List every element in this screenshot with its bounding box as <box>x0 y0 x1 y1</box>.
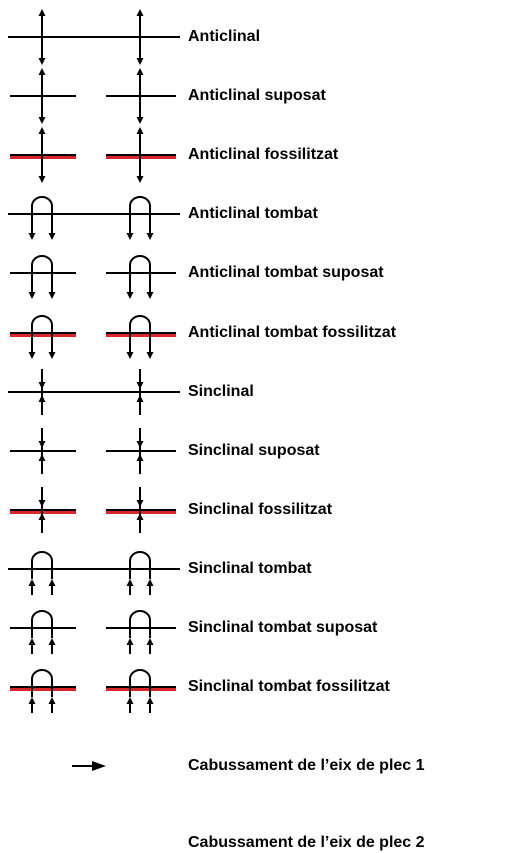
arrow-up-head <box>38 127 46 134</box>
overturned-fold-arch <box>31 551 53 579</box>
legend-label-sinclinal-fossilitzat: Sinclinal fossilitzat <box>188 501 333 518</box>
legend-label-anticlinal: Anticlinal <box>188 28 261 45</box>
arrow-up-head <box>48 579 56 586</box>
arrow-down-head <box>28 352 36 359</box>
arrow-up-head <box>136 513 144 520</box>
arrow-down-head <box>48 292 56 299</box>
overturned-fold-arch <box>31 669 53 697</box>
arrow-down-head <box>136 382 144 389</box>
arrow-down-head <box>48 233 56 240</box>
arrow-up-head <box>28 697 36 704</box>
arrow-up-head <box>136 9 144 16</box>
legend-label-anticlinal-fossilitzat: Anticlinal fossilitzat <box>188 146 339 163</box>
arrow-up-head <box>146 638 154 645</box>
arrow-down-head <box>38 176 46 183</box>
arrow-down-head <box>136 176 144 183</box>
legend-label-anticlinal-suposat: Anticlinal suposat <box>188 87 326 104</box>
arrow-up-head <box>136 454 144 461</box>
legend-symbols <box>8 9 180 771</box>
legend-label-plunge-2: Cabussament de l’eix de plec 2 <box>188 834 425 851</box>
arrow-down-head <box>136 117 144 124</box>
legend-label-anticlinal-tombat: Anticlinal tombat <box>188 205 318 222</box>
legend-label-anticlinal-tombat-fossilitzat: Anticlinal tombat fossilitzat <box>188 324 397 341</box>
overturned-fold-arch <box>129 196 151 224</box>
legend-label-sinclinal-tombat-suposat: Sinclinal tombat suposat <box>188 619 378 636</box>
plunge-arrow-head <box>92 761 106 771</box>
arrow-down-head <box>146 292 154 299</box>
overturned-fold-arch <box>31 610 53 638</box>
overturned-fold-arch <box>31 255 53 283</box>
arrow-up-head <box>146 697 154 704</box>
arrow-up-head <box>146 579 154 586</box>
arrow-down-head <box>136 441 144 448</box>
arrow-down-head <box>38 441 46 448</box>
legend-label-plunge-1: Cabussament de l’eix de plec 1 <box>188 757 425 774</box>
arrow-up-head <box>136 395 144 402</box>
arrow-up-head <box>136 68 144 75</box>
arrow-up-head <box>38 9 46 16</box>
arrow-down-head <box>126 292 134 299</box>
legend-label-sinclinal: Sinclinal <box>188 383 254 400</box>
arrow-down-head <box>146 233 154 240</box>
arrow-up-head <box>136 127 144 134</box>
overturned-fold-arch <box>129 551 151 579</box>
overturned-fold-arch <box>31 315 53 343</box>
arrow-up-head <box>38 68 46 75</box>
arrow-down-head <box>38 117 46 124</box>
arrow-up-head <box>48 697 56 704</box>
overturned-fold-arch <box>129 255 151 283</box>
arrow-up-head <box>28 579 36 586</box>
arrow-down-head <box>38 58 46 65</box>
arrow-up-head <box>48 638 56 645</box>
arrow-down-head <box>28 292 36 299</box>
arrow-down-head <box>48 352 56 359</box>
overturned-fold-arch <box>129 315 151 343</box>
overturned-fold-arch <box>129 610 151 638</box>
arrow-down-head <box>136 58 144 65</box>
arrow-up-head <box>38 513 46 520</box>
arrow-down-head <box>38 382 46 389</box>
legend-label-sinclinal-tombat-fossilitzat: Sinclinal tombat fossilitzat <box>188 678 390 695</box>
arrow-up-head <box>126 579 134 586</box>
arrow-down-head <box>136 500 144 507</box>
legend-label-anticlinal-tombat-suposat: Anticlinal tombat suposat <box>188 264 384 281</box>
arrow-down-head <box>126 352 134 359</box>
legend-label-sinclinal-suposat: Sinclinal suposat <box>188 442 320 459</box>
arrow-down-head <box>146 352 154 359</box>
arrow-up-head <box>38 395 46 402</box>
arrow-down-head <box>38 500 46 507</box>
arrow-down-head <box>126 233 134 240</box>
arrow-down-head <box>28 233 36 240</box>
arrow-up-head <box>38 454 46 461</box>
arrow-up-head <box>28 638 36 645</box>
legend-label-sinclinal-tombat: Sinclinal tombat <box>188 560 312 577</box>
arrow-up-head <box>126 697 134 704</box>
overturned-fold-arch <box>129 669 151 697</box>
overturned-fold-arch <box>31 196 53 224</box>
arrow-up-head <box>126 638 134 645</box>
